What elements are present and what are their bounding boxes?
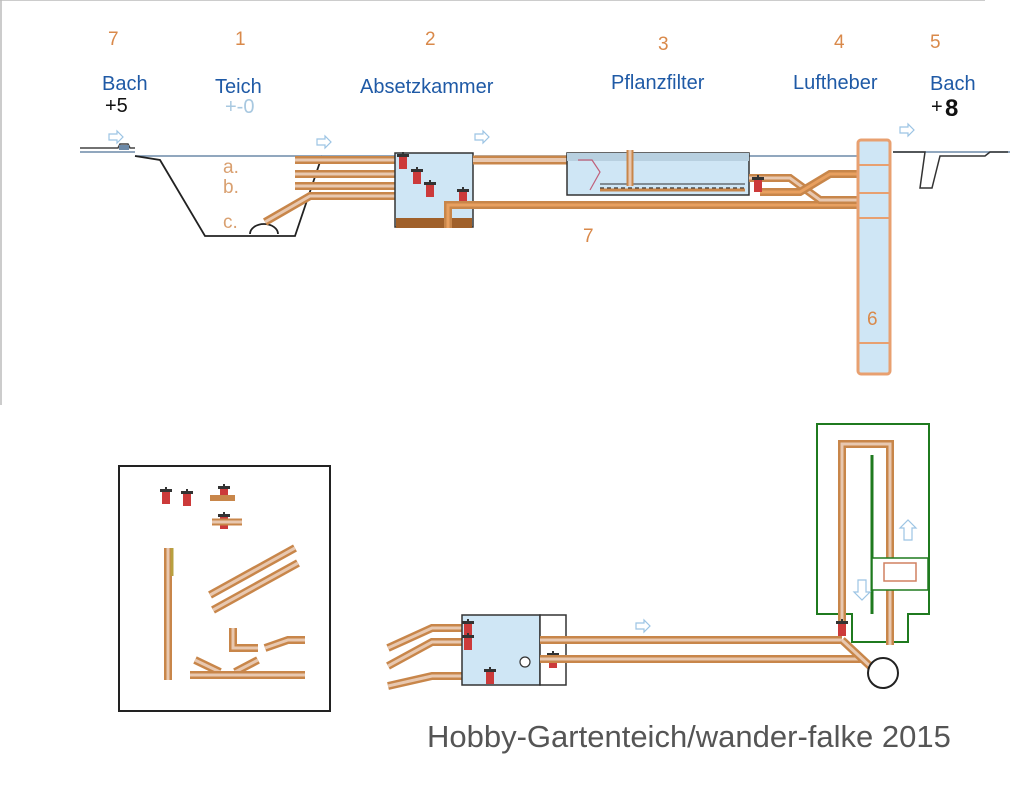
return-pipe-label: 7	[583, 226, 594, 247]
topview-stream-frame	[816, 423, 930, 645]
stream-outlet-right	[893, 151, 1008, 189]
station-name-bach-left: Bach	[102, 73, 148, 95]
station-number-teich: 1	[235, 29, 246, 50]
station-name-bach-right: Bach	[930, 73, 976, 95]
station-number-bach-left: 7	[108, 29, 119, 50]
station-name-pflanzfilter: Pflanzfilter	[611, 72, 705, 94]
station-name-absetzkammer: Absetzkammer	[360, 76, 494, 98]
pipe-filter-to-airlift	[749, 170, 862, 204]
return-pipe-7	[444, 201, 860, 228]
topview-chamber	[461, 614, 567, 686]
station-number-pflanzfilter: 3	[658, 34, 669, 55]
pond	[134, 135, 332, 237]
credit-text: Hobby-Gartenteich/wander-falke 2015	[427, 719, 951, 754]
station-level-teich: +-0	[225, 96, 254, 118]
station-number-absetzkammer: 2	[425, 29, 436, 50]
pond-outlet-label-a: a.	[223, 157, 239, 178]
stream-inlet-left	[80, 130, 135, 150]
station-number-luftheber: 4	[834, 32, 845, 53]
airlift-riser	[856, 123, 915, 376]
station-level-value-bach-right: 8	[945, 95, 958, 122]
station-name-teich: Teich	[215, 76, 262, 98]
pipe-chamber-to-filter	[473, 130, 570, 165]
station-level-prefix-bach-right: +	[931, 96, 943, 118]
pond-outlet-labels: a. b. c.	[223, 157, 239, 233]
station-number-bach-right: 5	[930, 32, 941, 53]
station-name-luftheber: Luftheber	[793, 72, 878, 94]
pond-outlet-label-c: c.	[223, 212, 238, 233]
settling-chamber	[394, 152, 474, 228]
topview-long-pipes	[540, 619, 899, 689]
riser-label: 6	[867, 309, 878, 330]
station-labels: 7 Bach +5 1 Teich +-0 2 Absetzkammer 3 P…	[102, 29, 976, 122]
legend-box	[118, 465, 331, 712]
pond-outlet-label-b: b.	[223, 177, 239, 198]
station-level-bach-left: +5	[105, 95, 128, 117]
plant-filter	[566, 150, 750, 196]
